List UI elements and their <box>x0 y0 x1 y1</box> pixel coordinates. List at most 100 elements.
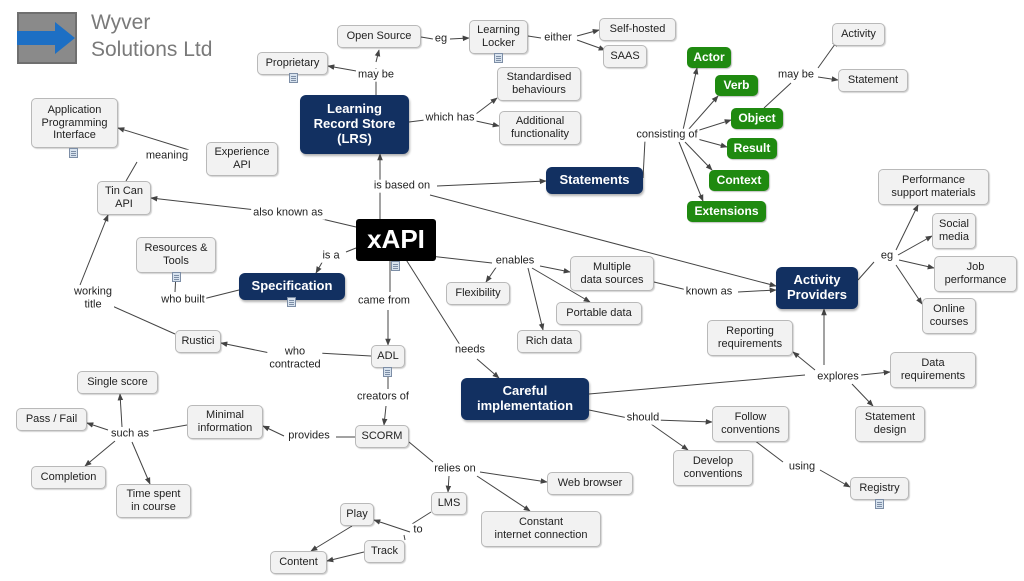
wyver-logo-icon <box>17 12 77 64</box>
node-activity-providers[interactable]: Activity Providers <box>776 267 858 309</box>
node-careful-implementation[interactable]: Careful implementation <box>461 378 589 420</box>
node-portable-data[interactable]: Portable data <box>556 302 642 325</box>
node-play[interactable]: Play <box>340 503 374 526</box>
node-learning-locker[interactable]: Learning Locker <box>469 20 528 54</box>
connector-line <box>429 194 777 288</box>
node-performance-support[interactable]: Performance support materials <box>878 169 989 205</box>
connector-line <box>381 405 388 426</box>
connector-line <box>131 441 151 485</box>
node-develop-conventions[interactable]: Develop conventions <box>673 450 753 486</box>
link-label: eg <box>878 249 896 263</box>
node-result[interactable]: Result <box>727 138 777 159</box>
node-rustici[interactable]: Rustici <box>175 330 221 353</box>
node-verb[interactable]: Verb <box>715 75 758 96</box>
node-standardised-behaviours[interactable]: Standardised behaviours <box>497 67 581 101</box>
link-label: is a <box>320 249 342 263</box>
node-saas[interactable]: SAAS <box>603 45 647 68</box>
company-name-line2: Solutions Ltd <box>91 37 213 61</box>
node-lrs[interactable]: Learning Record Store (LRS) <box>300 95 409 154</box>
connector-line <box>262 425 285 437</box>
node-additional-functionality[interactable]: Additional functionality <box>499 111 581 145</box>
connector-line <box>687 95 719 131</box>
node-tin-can-api[interactable]: Tin Can API <box>97 181 151 215</box>
node-specification[interactable]: Specification <box>239 273 345 300</box>
node-minimal-information[interactable]: Minimal information <box>187 405 263 439</box>
node-follow-conventions[interactable]: Follow conventions <box>712 406 789 442</box>
node-open-source[interactable]: Open Source <box>337 25 421 48</box>
node-xapi[interactable]: xAPI <box>356 219 436 261</box>
node-statements[interactable]: Statements <box>546 167 643 194</box>
connector-line <box>117 127 190 151</box>
node-time-spent[interactable]: Time spent in course <box>116 484 191 518</box>
link-label: such as <box>109 427 151 441</box>
connector-line <box>684 141 713 171</box>
node-adl[interactable]: ADL <box>371 345 405 368</box>
document-icon[interactable] <box>875 499 884 509</box>
connector-line <box>152 424 188 432</box>
connector-line <box>326 551 365 563</box>
node-actor[interactable]: Actor <box>687 47 731 68</box>
node-social-media[interactable]: Social media <box>932 213 976 249</box>
node-data-requirements[interactable]: Data requirements <box>890 352 976 388</box>
node-activity[interactable]: Activity <box>832 23 885 46</box>
connector-line <box>476 475 531 512</box>
node-statement[interactable]: Statement <box>838 69 908 92</box>
link-label: who contracted <box>267 345 323 371</box>
node-flexibility[interactable]: Flexibility <box>446 282 510 305</box>
node-context[interactable]: Context <box>709 170 769 191</box>
node-object[interactable]: Object <box>731 108 783 129</box>
document-icon[interactable] <box>494 53 503 63</box>
link-label: working title <box>72 285 114 311</box>
connector-line <box>576 39 606 51</box>
node-content[interactable]: Content <box>270 551 327 574</box>
connector-line <box>310 525 353 552</box>
link-label: provides <box>286 429 332 443</box>
node-job-performance[interactable]: Job performance <box>934 256 1017 292</box>
connector-line <box>404 257 461 346</box>
node-registry[interactable]: Registry <box>850 477 909 500</box>
connector-line <box>373 519 411 533</box>
node-web-browser[interactable]: Web browser <box>547 472 633 495</box>
node-pass-fail[interactable]: Pass / Fail <box>16 408 87 431</box>
link-label: either <box>542 31 574 45</box>
connector-line <box>819 469 851 488</box>
node-track[interactable]: Track <box>364 540 405 563</box>
connector-line <box>408 441 434 463</box>
node-rich-data[interactable]: Rich data <box>517 330 581 353</box>
node-statement-design[interactable]: Statement design <box>855 406 925 442</box>
document-icon[interactable] <box>289 73 298 83</box>
node-single-score[interactable]: Single score <box>77 371 158 394</box>
node-resources-tools[interactable]: Resources & Tools <box>136 237 216 273</box>
node-extensions[interactable]: Extensions <box>687 201 766 222</box>
connector-line <box>117 393 124 428</box>
node-scorm[interactable]: SCORM <box>355 425 409 448</box>
node-application-programming-interface[interactable]: Application Programming Interface <box>31 98 118 148</box>
link-label: may be <box>355 68 397 82</box>
link-label: relies on <box>432 462 478 476</box>
node-proprietary[interactable]: Proprietary <box>257 52 328 75</box>
link-label: meaning <box>143 149 191 163</box>
document-icon[interactable] <box>391 261 400 271</box>
node-self-hosted[interactable]: Self-hosted <box>599 18 676 41</box>
node-multiple-data-sources[interactable]: Multiple data sources <box>570 256 654 291</box>
node-reporting-requirements[interactable]: Reporting requirements <box>707 320 793 356</box>
connector-line <box>436 178 547 187</box>
node-online-courses[interactable]: Online courses <box>922 298 976 334</box>
connector-line <box>588 409 629 419</box>
link-label: known as <box>683 285 735 299</box>
connector-line <box>220 341 271 354</box>
link-label: came from <box>356 294 412 308</box>
document-icon[interactable] <box>383 367 392 377</box>
document-icon[interactable] <box>287 297 296 307</box>
node-constant-internet[interactable]: Constant internet connection <box>481 511 601 547</box>
node-experience-api[interactable]: Experience API <box>206 142 278 176</box>
connector-line <box>650 423 689 451</box>
node-lms[interactable]: LMS <box>431 492 467 515</box>
link-label: using <box>786 460 818 474</box>
document-icon[interactable] <box>172 272 181 282</box>
connector-line <box>857 261 875 281</box>
connector-line <box>653 281 688 291</box>
connector-line <box>345 247 357 253</box>
document-icon[interactable] <box>69 148 78 158</box>
node-completion[interactable]: Completion <box>31 466 106 489</box>
